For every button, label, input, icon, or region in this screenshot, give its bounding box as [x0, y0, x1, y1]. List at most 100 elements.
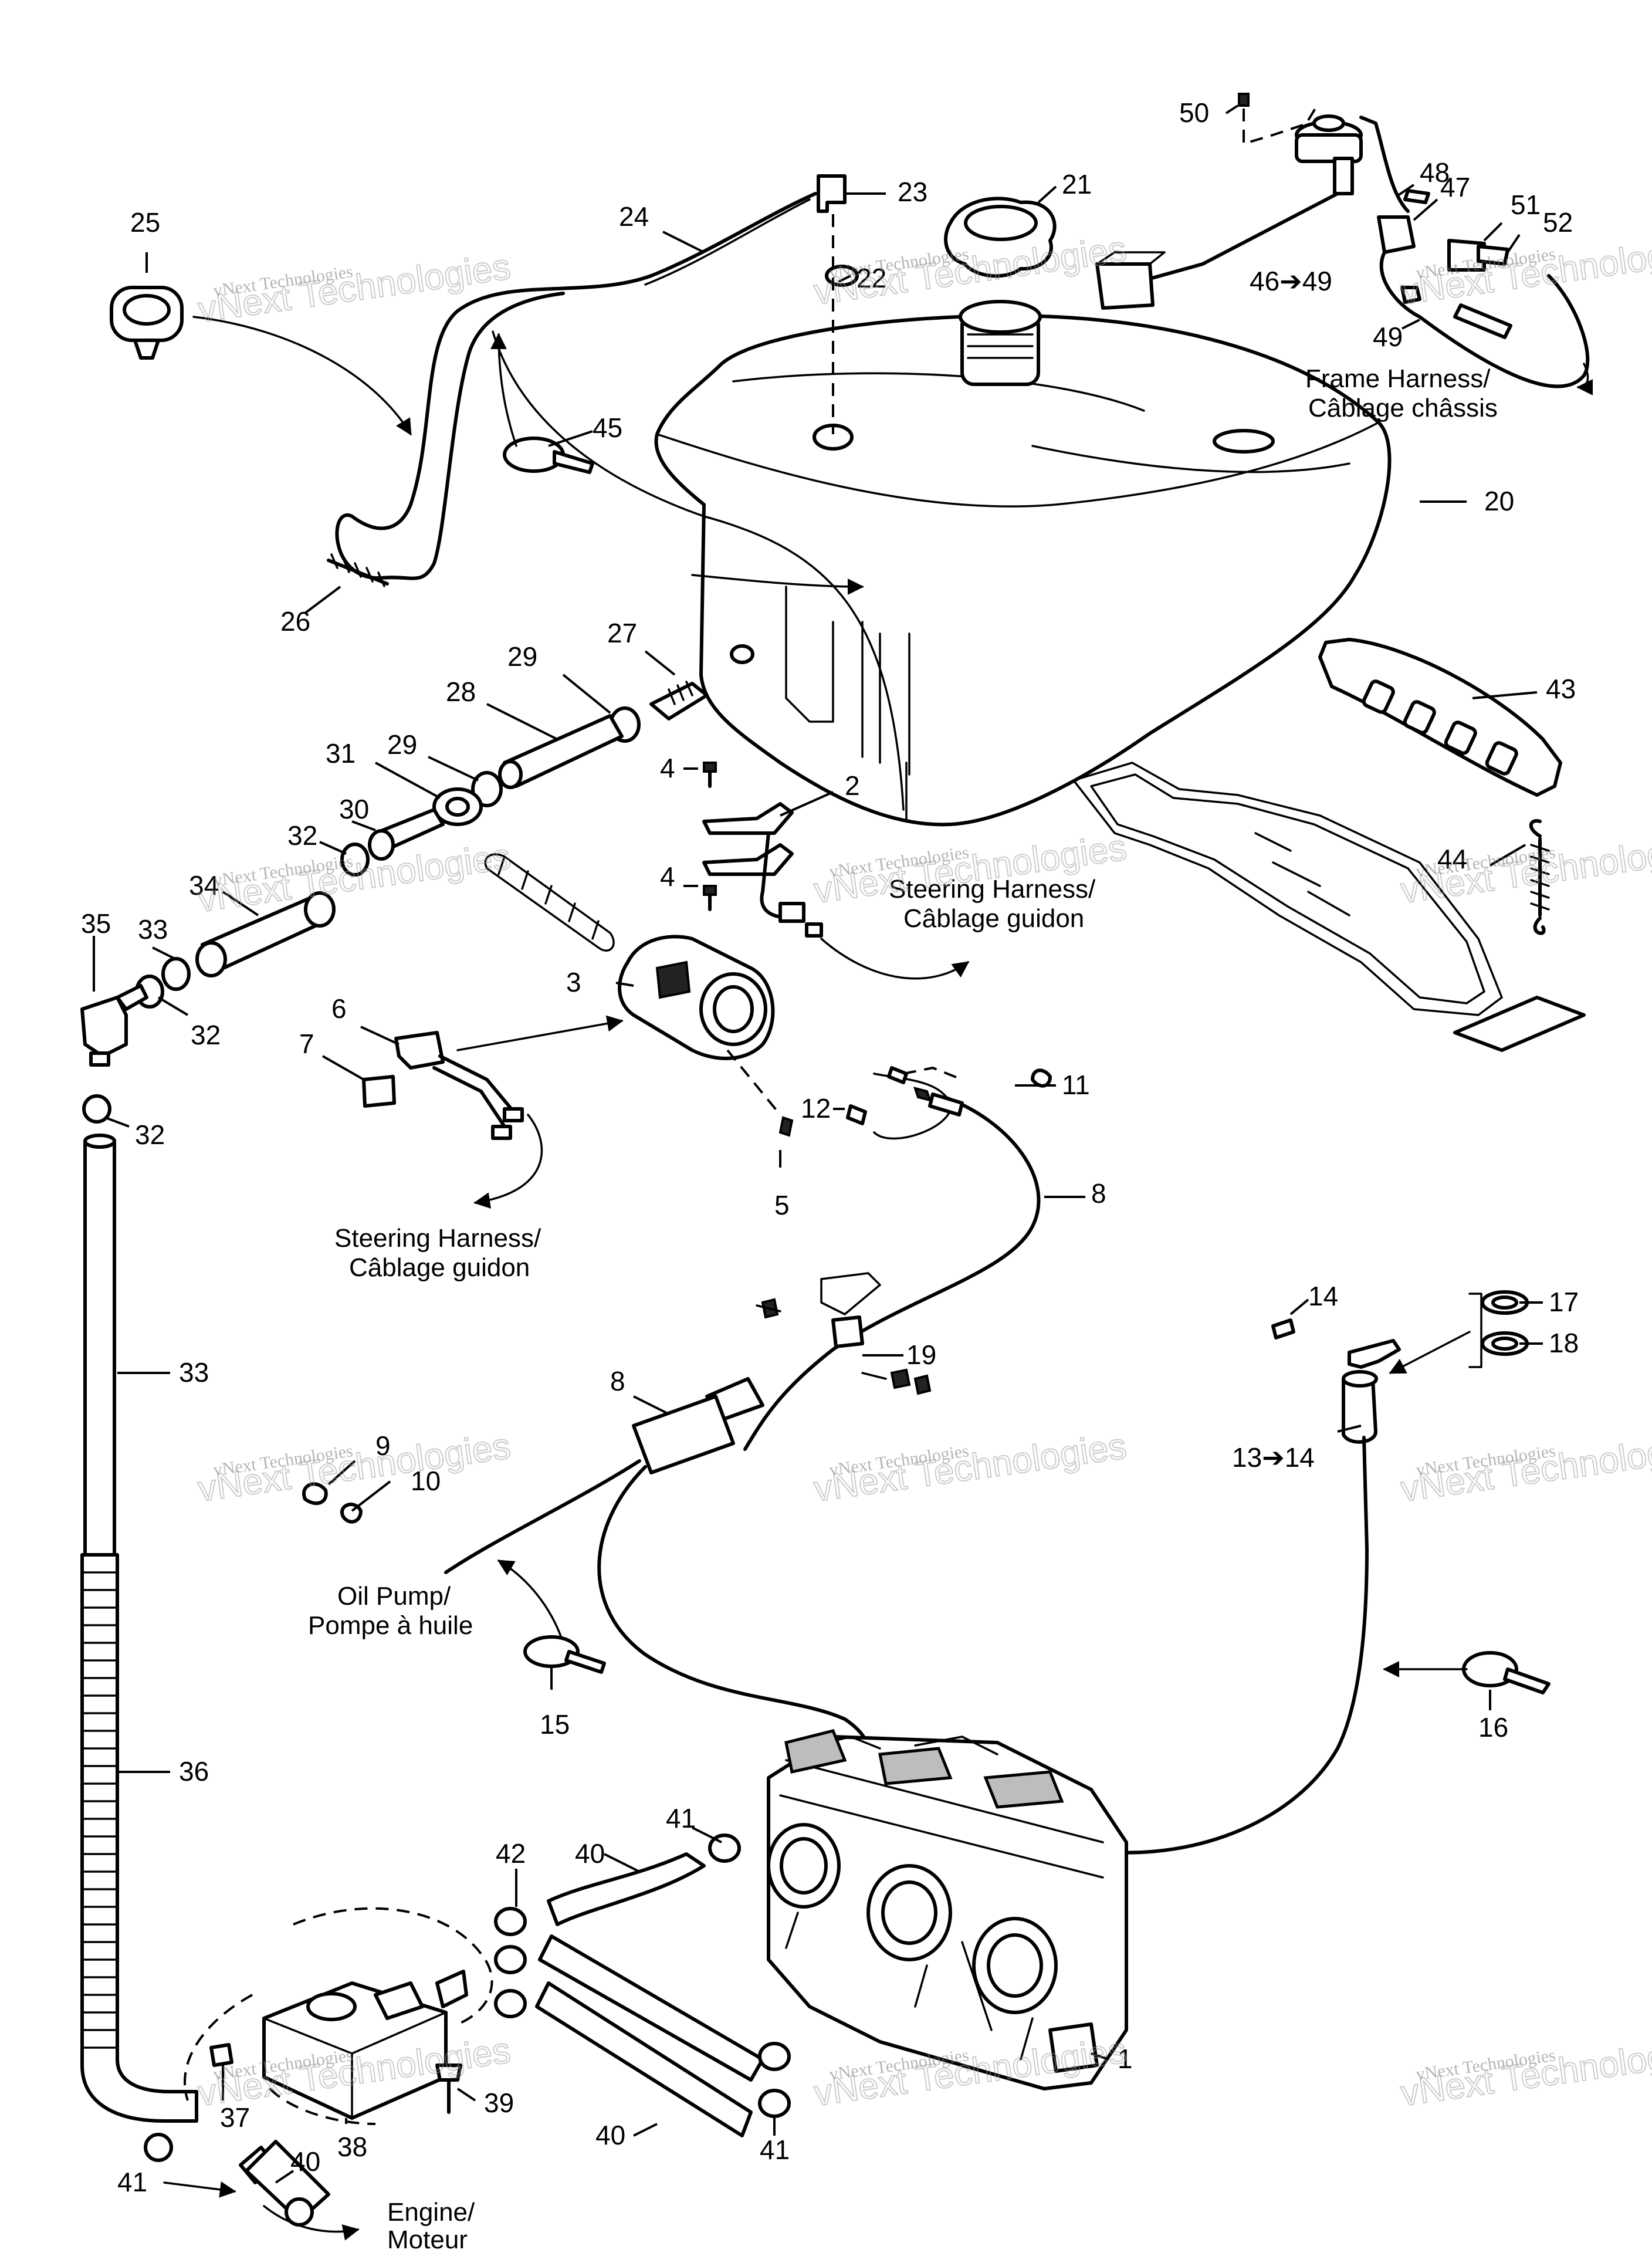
caption-engine-en: Engine/ [387, 2198, 475, 2227]
watermark-8: vNext Technologies vNext Technologies [811, 1425, 1129, 1510]
caption-steering-harness-top-fr: Câblage guidon [903, 904, 1084, 933]
caption-oil-pump-fr: Pompe à huile [308, 1611, 473, 1640]
vent-fitting [817, 174, 859, 434]
clamp-29-b [471, 771, 503, 807]
caption-frame-harness-en: Frame Harness/ [1305, 364, 1491, 393]
watermark-6: vNext Technologies vNext Technologies [1397, 827, 1652, 912]
spring-26 [327, 553, 389, 587]
caption-steering-harness-bottom-en: Steering Harness/ [334, 1224, 541, 1253]
spring-44 [1529, 819, 1550, 935]
fuel-cap [944, 197, 1057, 278]
valve-31 [432, 787, 483, 826]
connector-47-52 [1377, 189, 1590, 388]
callout-40-low: 40 [595, 2120, 625, 2150]
clamp-33 [161, 957, 191, 991]
callout-31: 31 [326, 738, 356, 769]
fuel-pump-38 [184, 1907, 493, 2125]
callout-36: 36 [179, 1756, 209, 1787]
callout-9: 9 [375, 1430, 391, 1461]
callout-10: 10 [411, 1466, 441, 1496]
callout-7: 7 [299, 1029, 314, 1059]
caption-steering-harness-bottom-fr: Câblage guidon [349, 1253, 530, 1282]
captions: Frame Harness/ Câblage châssis Steering … [308, 364, 1498, 2253]
sensor-6-7 [362, 1015, 624, 1209]
callout-4-top: 4 [660, 753, 675, 783]
callout-3: 3 [566, 967, 581, 997]
callout-5: 5 [774, 1190, 790, 1220]
callout-39: 39 [484, 2088, 514, 2118]
watermark-1: vNext Technologies vNext Technologies [195, 246, 513, 331]
fuel-line-33-36 [80, 1134, 198, 2123]
tank-strap [1318, 638, 1562, 797]
callout-32-low: 32 [135, 1119, 165, 1150]
callout-19: 19 [906, 1339, 936, 1370]
callout-22: 22 [857, 263, 886, 293]
fuel-level-sender [1095, 114, 1410, 310]
callout-27: 27 [607, 618, 637, 648]
clamp-45 [503, 437, 594, 474]
carburetor-assembly [767, 1729, 1128, 2090]
callout-13-14: 13➔14 [1232, 1442, 1315, 1473]
switch-bracket-2 [702, 802, 970, 980]
callout-38: 38 [337, 2132, 367, 2162]
tie-strap-15 [523, 1635, 606, 1674]
callout-40-bottom: 40 [290, 2146, 320, 2177]
callout-6: 6 [331, 993, 347, 1024]
rollover-valve [110, 286, 184, 360]
screw-4-a [703, 762, 717, 788]
vent-hose [335, 192, 817, 580]
watermark-12: vNext Technologies vNext Technologies [1397, 2029, 1652, 2115]
callout-24: 24 [619, 201, 649, 232]
callout-41-mid: 41 [666, 1803, 696, 1833]
callout-1: 1 [1118, 2044, 1133, 2074]
caption-engine-fr: Moteur [387, 2225, 468, 2253]
screw-4-b [703, 885, 717, 911]
cable-bracket-19 [756, 1272, 932, 1395]
clamp-32-c [82, 1094, 111, 1124]
caption-steering-harness-top-en: Steering Harness/ [889, 875, 1096, 904]
callout-32-mid: 32 [191, 1020, 221, 1050]
callout-41-bottom: 41 [117, 2167, 147, 2197]
callout-25: 25 [130, 207, 160, 238]
fuel-tank [654, 300, 1392, 827]
caption-oil-pump-en: Oil Pump/ [337, 1582, 451, 1611]
svg-text:vNext Technologies: vNext Technologies [1398, 1426, 1652, 1510]
fuel-fitting-27 [649, 644, 754, 720]
callout-32-top: 32 [287, 820, 317, 851]
leader-lines [93, 104, 1543, 2184]
screw-50 [1238, 93, 1318, 146]
svg-text:vNext Technologies: vNext Technologies [811, 1426, 1129, 1510]
callout-11: 11 [1062, 1070, 1090, 1100]
svg-text:vNext Technologies: vNext Technologies [1398, 827, 1652, 911]
vent-line-curve [492, 330, 905, 811]
clamp-32-a [340, 843, 370, 877]
callout-17: 17 [1549, 1287, 1579, 1317]
hose-28 [498, 714, 624, 789]
callout-52: 52 [1543, 207, 1573, 238]
watermark-3: vNext Technologies vNext Technologies [1397, 228, 1652, 313]
oil-injector-13-18 [1078, 1290, 1529, 1855]
callout-20: 20 [1484, 486, 1514, 516]
callout-16: 16 [1478, 1712, 1508, 1743]
watermark-9: vNext Technologies vNext Technologies [1397, 1425, 1652, 1510]
tie-strap-16 [1383, 1651, 1551, 1694]
callout-42: 42 [496, 1838, 526, 1869]
callout-44: 44 [1437, 844, 1467, 874]
callout-34: 34 [189, 870, 219, 901]
svg-text:vNext Technologies: vNext Technologies [195, 1426, 513, 1510]
callout-50: 50 [1179, 97, 1209, 128]
engine-arrow-2 [163, 2181, 236, 2198]
callout-51: 51 [1511, 190, 1541, 220]
callout-49: 49 [1373, 322, 1403, 352]
callout-30: 30 [339, 794, 369, 824]
callout-labels: 50 21 23 24 25 22 48 47 51 52 46➔49 49 4… [81, 97, 1579, 2197]
callout-15: 15 [540, 1709, 570, 1740]
throttle-grip [484, 853, 615, 952]
callout-48: 48 [1420, 157, 1450, 188]
filter-34 [195, 891, 336, 977]
callout-40-mid: 40 [575, 1838, 605, 1869]
callout-43: 43 [1546, 674, 1576, 704]
callout-21: 21 [1062, 169, 1092, 199]
tank-tray [1072, 762, 1586, 1052]
